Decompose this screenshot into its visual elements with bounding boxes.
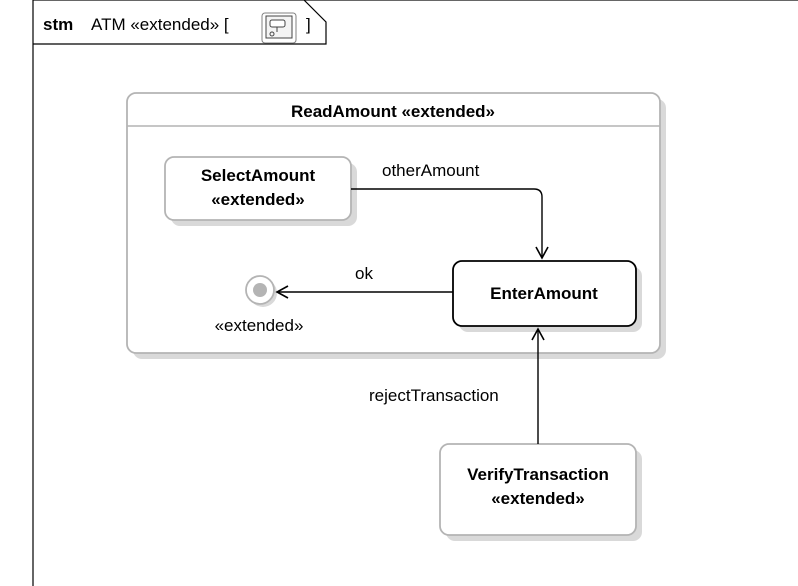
state-enter-amount[interactable]: EnterAmount [452, 260, 642, 332]
reject-transaction-label: rejectTransaction [369, 386, 499, 405]
select-amount-label-line1: SelectAmount [201, 166, 316, 185]
select-amount-label-line2: «extended» [211, 190, 305, 209]
final-state-label: «extended» [215, 316, 304, 335]
read-amount-label: ReadAmount «extended» [291, 102, 495, 121]
diagram-frame: stm ATM «extended» [ ] [32, 0, 798, 586]
verify-transaction-label-line1: VerifyTransaction [467, 465, 609, 484]
transition-reject-transaction[interactable]: rejectTransaction [369, 327, 545, 444]
frame-keyword: stm [43, 15, 73, 34]
final-state[interactable]: «extended» [215, 275, 304, 335]
enter-amount-label: EnterAmount [490, 284, 598, 303]
other-amount-label: otherAmount [382, 161, 480, 180]
state-machine-diagram-icon[interactable] [261, 12, 297, 44]
verify-transaction-label-line2: «extended» [491, 489, 585, 508]
state-verify-transaction[interactable]: VerifyTransaction «extended» [439, 443, 642, 541]
frame-label-tab [33, 0, 327, 45]
transition-ok[interactable]: ok [275, 264, 453, 299]
frame-close-bracket: ] [306, 15, 311, 34]
ok-label: ok [355, 264, 373, 283]
state-select-amount[interactable]: SelectAmount «extended» [164, 156, 357, 226]
frame-name: ATM «extended» [ [91, 15, 229, 34]
transition-other-amount[interactable]: otherAmount [351, 161, 549, 260]
